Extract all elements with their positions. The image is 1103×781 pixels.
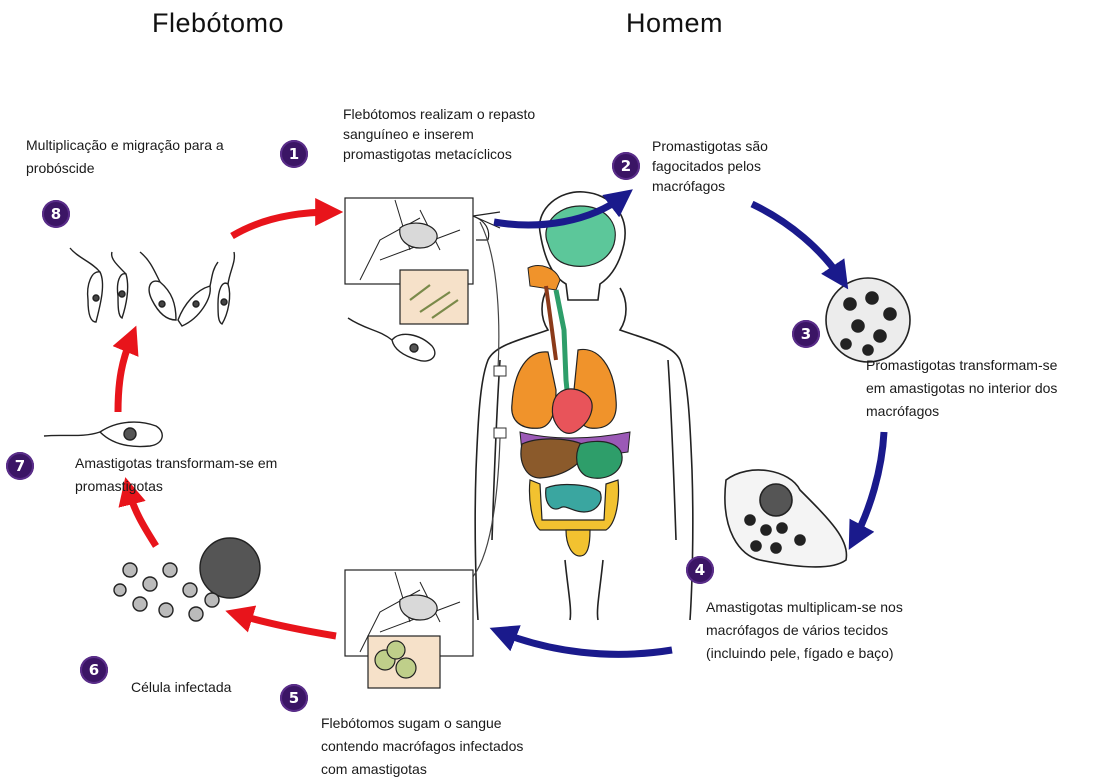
step-1-badge: 1 <box>280 140 308 168</box>
arrow-8-to-1 <box>232 212 332 236</box>
step-5-badge: 5 <box>280 684 308 712</box>
left-lung <box>512 352 556 428</box>
infected-macrophage-4 <box>725 470 847 567</box>
sandfly-feeding-bottom <box>345 570 473 688</box>
step-3-badge: 3 <box>792 320 820 348</box>
arrow-7-to-8 <box>118 336 132 412</box>
trachea <box>546 286 556 360</box>
arrow-5-to-6 <box>236 614 336 636</box>
step-6-caption: Célula infectada <box>131 676 231 699</box>
step-7-badge: 7 <box>6 452 34 480</box>
step-7-caption: Amastigotas transformam-se em promastigo… <box>75 452 277 498</box>
step-6-badge: 6 <box>80 656 108 684</box>
skin-site-top <box>494 366 506 376</box>
small-intestine <box>546 485 601 512</box>
skin-site-bottom <box>494 428 506 438</box>
arrow-2-to-3 <box>752 204 842 280</box>
step-3-caption: Promastigotas transformam-se em amastigo… <box>866 354 1057 423</box>
human-header: Homem <box>626 8 723 39</box>
promastigotes-group-8 <box>70 248 234 326</box>
arm-line-left <box>492 360 500 540</box>
stomach <box>577 441 622 478</box>
sandfly-feeding-top <box>345 198 500 324</box>
appendix-colon <box>566 530 590 556</box>
step-1-caption: Flebótomos realizam o repasto sanguíneo … <box>343 104 535 164</box>
promastigote-7 <box>44 422 162 446</box>
step-8-badge: 8 <box>42 200 70 228</box>
arrow-3-to-4 <box>854 432 884 540</box>
sandfly-header: Flebótomo <box>152 8 284 39</box>
step-8-caption: Multiplicação e migração para a probósci… <box>26 134 224 180</box>
arrow-4-to-5 <box>500 632 672 654</box>
connector-line-top <box>480 222 499 370</box>
arm-line-right <box>668 360 676 540</box>
infected-cell-6 <box>114 538 260 621</box>
step-4-badge: 4 <box>686 556 714 584</box>
step-4-caption: Amastigotas multiplicam-se nos macrófago… <box>706 596 903 665</box>
step-2-caption: Promastigotas são fagocitados pelos macr… <box>652 136 768 196</box>
step-2-badge: 2 <box>612 152 640 180</box>
human-organs <box>512 206 630 556</box>
infected-cell-3 <box>826 278 910 362</box>
step-5-caption: Flebótomos sugam o sangue contendo macró… <box>321 712 523 781</box>
nasal-cavity <box>528 266 560 290</box>
